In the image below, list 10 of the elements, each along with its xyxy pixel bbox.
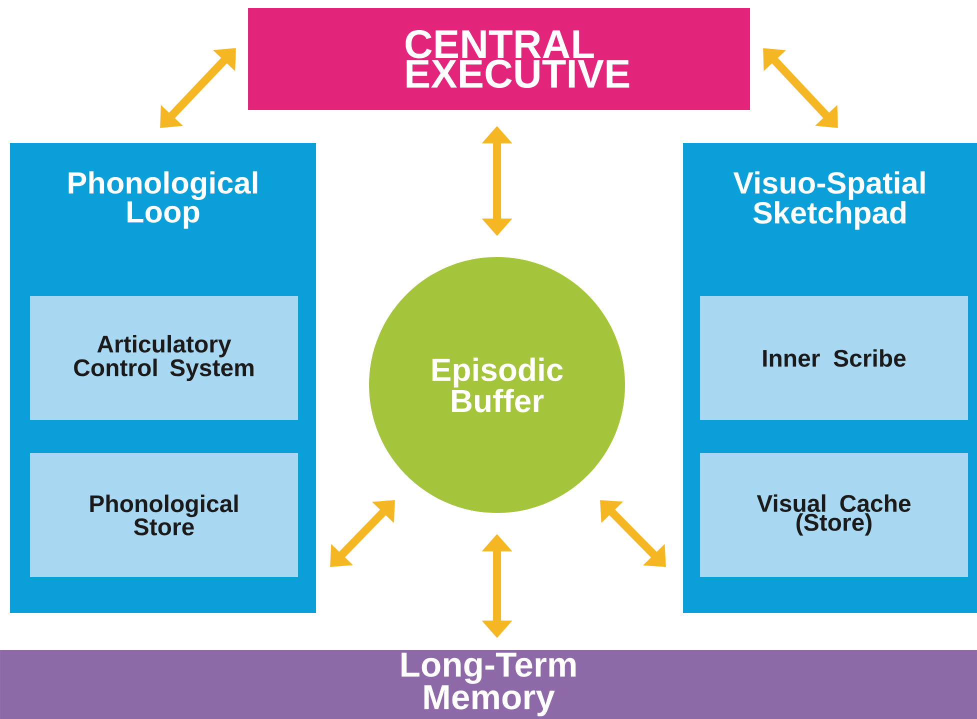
double-arrow: [763, 48, 838, 128]
title-box: CENTRAL EXECUTIVE: [248, 8, 750, 110]
memory-bar: Long-Term Memory: [0, 650, 977, 719]
subcomponent-box: Visual Cache (Store): [700, 453, 968, 577]
subcomponent-box: Phonological Store: [30, 453, 298, 577]
double-arrow: [600, 500, 666, 567]
double-arrow: [330, 500, 395, 567]
subcomponent-box: Articulatory Control System: [30, 296, 298, 420]
double-arrow: [160, 48, 236, 128]
subcomponent-box: Inner Scribe: [700, 296, 968, 420]
